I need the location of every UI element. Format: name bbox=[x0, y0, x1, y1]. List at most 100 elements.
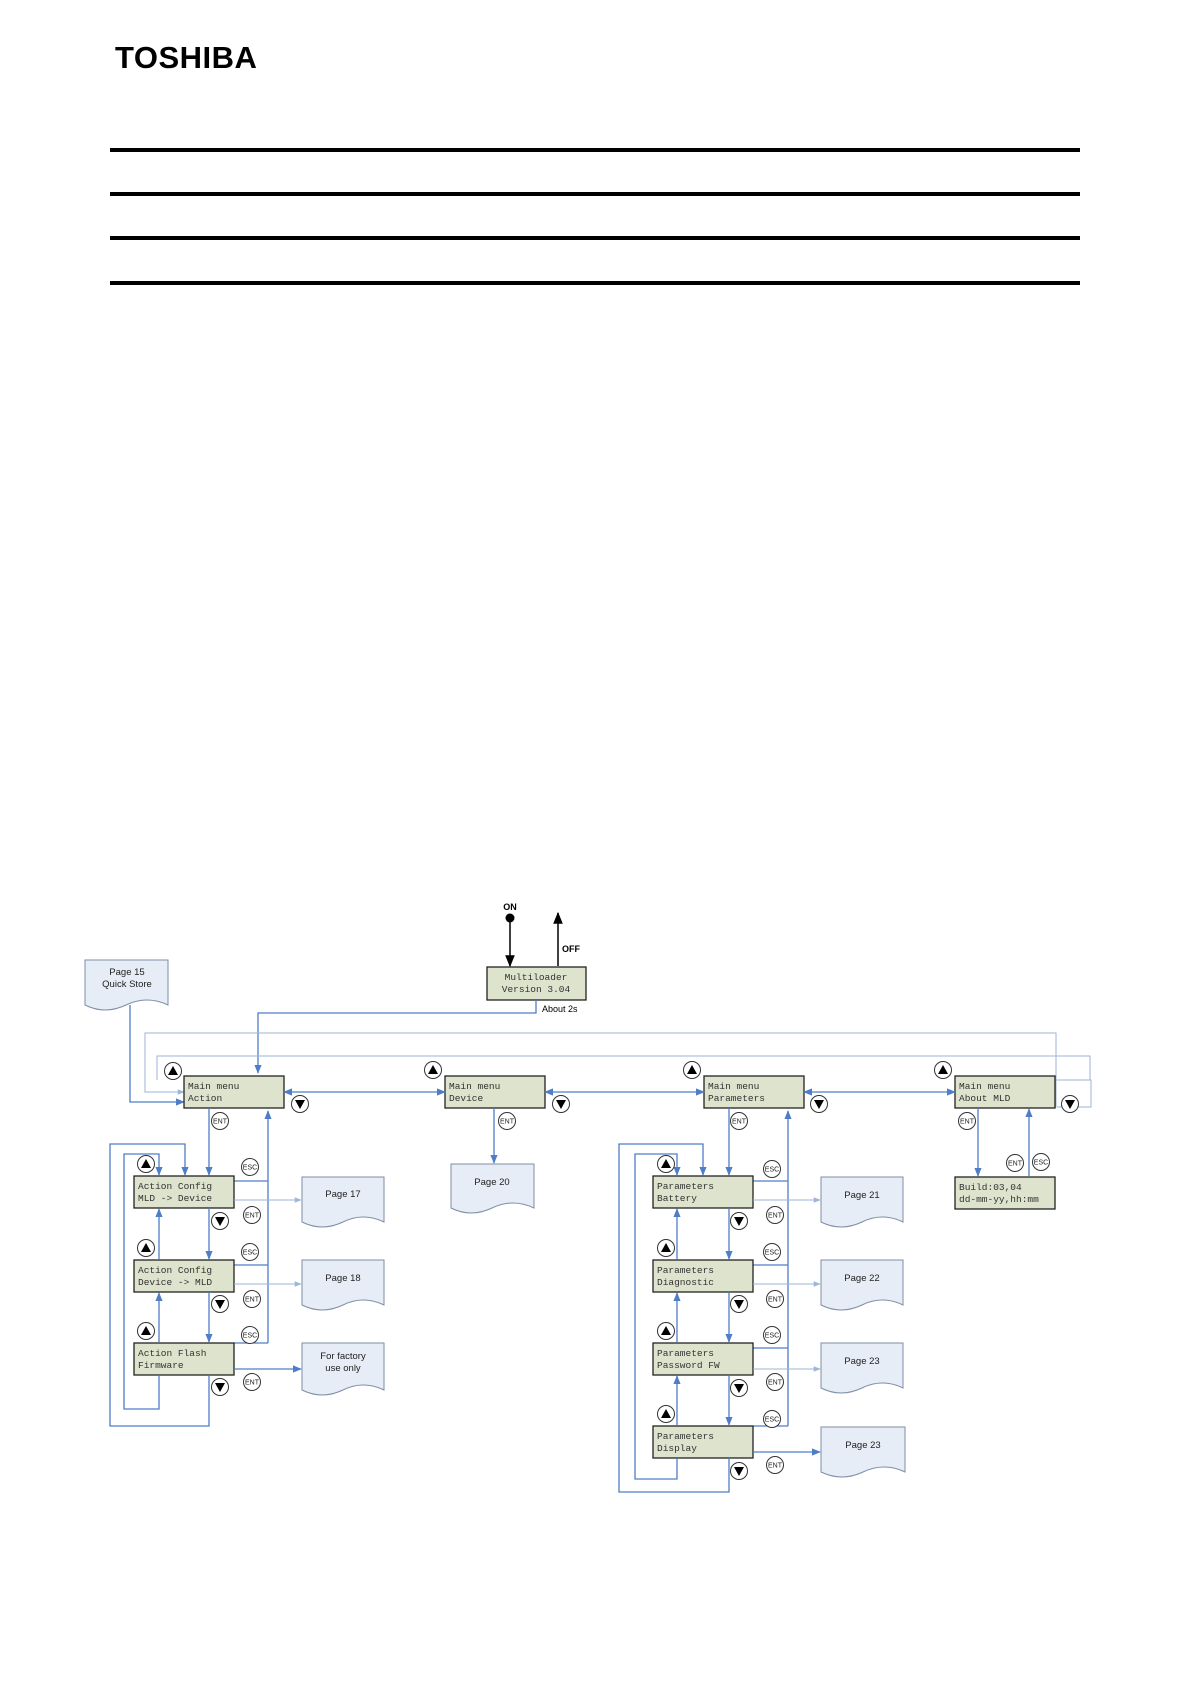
page-20-doc[interactable]: Page 20 bbox=[450, 1163, 535, 1214]
toshiba-logo: TOSHIBA bbox=[115, 40, 258, 75]
svg-text:Parameters: Parameters bbox=[657, 1431, 714, 1442]
esc-button[interactable]: ESC bbox=[241, 1158, 259, 1176]
esc-button[interactable]: ESC bbox=[763, 1243, 781, 1261]
startup-delay-label: About 2s bbox=[542, 1004, 578, 1014]
svg-text:ESC: ESC bbox=[243, 1333, 257, 1340]
up-arrow-button-icon[interactable] bbox=[137, 1155, 155, 1173]
down-arrow-button-icon[interactable] bbox=[211, 1212, 229, 1230]
page-21-doc[interactable]: Page 21 bbox=[820, 1176, 904, 1228]
svg-text:About MLD: About MLD bbox=[959, 1093, 1011, 1104]
svg-text:ENT: ENT bbox=[213, 1119, 228, 1126]
down-arrow-button-icon[interactable] bbox=[1061, 1095, 1079, 1113]
quick-store-wire bbox=[129, 1005, 185, 1106]
svg-text:Action Flash: Action Flash bbox=[138, 1348, 206, 1359]
esc-button[interactable]: ESC bbox=[763, 1326, 781, 1344]
startup-line1: Multiloader bbox=[505, 972, 568, 983]
down-arrow-button-icon[interactable] bbox=[730, 1462, 748, 1480]
ent-button[interactable]: ENT bbox=[730, 1112, 748, 1130]
svg-text:Action: Action bbox=[188, 1093, 222, 1104]
svg-text:ESC: ESC bbox=[765, 1417, 779, 1424]
up-arrow-button-icon[interactable] bbox=[657, 1405, 675, 1423]
svg-text:Main menu: Main menu bbox=[449, 1081, 500, 1092]
esc-button[interactable]: ESC bbox=[1032, 1153, 1050, 1171]
parameters-display[interactable]: Parameters Display bbox=[652, 1425, 754, 1459]
main-menu-device[interactable]: Main menu Device bbox=[444, 1075, 546, 1109]
ent-button[interactable]: ENT bbox=[766, 1373, 784, 1391]
up-arrow-button-icon[interactable] bbox=[164, 1062, 182, 1080]
ent-button[interactable]: ENT bbox=[766, 1206, 784, 1224]
action-config-device-mld[interactable]: Action Config Device -> MLD bbox=[133, 1259, 235, 1293]
down-arrow-button-icon[interactable] bbox=[730, 1212, 748, 1230]
page-22-doc[interactable]: Page 22 bbox=[820, 1259, 904, 1311]
down-arrow-button-icon[interactable] bbox=[730, 1295, 748, 1313]
ent-button[interactable]: ENT bbox=[243, 1373, 261, 1391]
esc-button[interactable]: ESC bbox=[241, 1326, 259, 1344]
down-arrow-button-icon[interactable] bbox=[730, 1379, 748, 1397]
ent-button[interactable]: ENT bbox=[766, 1456, 784, 1474]
page-18-doc[interactable]: Page 18 bbox=[301, 1259, 385, 1311]
down-arrow-button-icon[interactable] bbox=[291, 1095, 309, 1113]
ent-button[interactable]: ENT bbox=[211, 1112, 229, 1130]
svg-text:ENT: ENT bbox=[960, 1119, 975, 1126]
svg-text:Password FW: Password FW bbox=[657, 1360, 720, 1371]
svg-text:ESC: ESC bbox=[765, 1167, 779, 1174]
up-arrow-button-icon[interactable] bbox=[137, 1322, 155, 1340]
up-arrow-button-icon[interactable] bbox=[657, 1155, 675, 1173]
header-rule-4 bbox=[110, 281, 1080, 285]
svg-text:Page 20: Page 20 bbox=[474, 1177, 509, 1188]
loop-inner bbox=[156, 1055, 1091, 1080]
up-arrow-button-icon[interactable] bbox=[137, 1239, 155, 1257]
svg-text:ENT: ENT bbox=[768, 1297, 783, 1304]
page-17-doc[interactable]: Page 17 bbox=[301, 1176, 385, 1228]
svg-text:ESC: ESC bbox=[243, 1165, 257, 1172]
svg-text:Parameters: Parameters bbox=[657, 1181, 714, 1192]
svg-text:Diagnostic: Diagnostic bbox=[657, 1277, 714, 1288]
down-arrow-button-icon[interactable] bbox=[211, 1378, 229, 1396]
ent-button[interactable]: ENT bbox=[766, 1290, 784, 1308]
up-arrow-button-icon[interactable] bbox=[657, 1239, 675, 1257]
header-rule-1 bbox=[110, 148, 1080, 152]
up-arrow-button-icon[interactable] bbox=[424, 1061, 442, 1079]
svg-text:For factory: For factory bbox=[320, 1351, 366, 1362]
down-arrow-button-icon[interactable] bbox=[211, 1295, 229, 1313]
svg-text:Page 23: Page 23 bbox=[845, 1440, 880, 1451]
down-arrow-button-icon[interactable] bbox=[552, 1095, 570, 1113]
svg-text:Action Config: Action Config bbox=[138, 1265, 212, 1276]
parameters-password-fw[interactable]: Parameters Password FW bbox=[652, 1342, 754, 1376]
svg-text:Page 17: Page 17 bbox=[325, 1189, 360, 1200]
esc-button[interactable]: ESC bbox=[763, 1410, 781, 1428]
action-flash-firmware[interactable]: Action Flash Firmware bbox=[133, 1342, 235, 1376]
svg-text:Parameters: Parameters bbox=[708, 1093, 765, 1104]
esc-button[interactable]: ESC bbox=[241, 1243, 259, 1261]
main-menu-parameters[interactable]: Main menu Parameters bbox=[703, 1075, 805, 1109]
quick-store-doc bbox=[84, 959, 169, 1011]
main-menu-action[interactable]: Main menu Action bbox=[183, 1075, 285, 1109]
parameters-battery[interactable]: Parameters Battery bbox=[652, 1175, 754, 1209]
up-arrow-button-icon[interactable] bbox=[657, 1322, 675, 1340]
ent-button[interactable]: ENT bbox=[498, 1112, 516, 1130]
esc-button[interactable]: ESC bbox=[763, 1160, 781, 1178]
action-config-mld-device[interactable]: Action Config MLD -> Device bbox=[133, 1175, 235, 1209]
ent-button[interactable]: ENT bbox=[1006, 1154, 1024, 1172]
svg-text:ESC: ESC bbox=[765, 1250, 779, 1257]
parameters-diagnostic[interactable]: Parameters Diagnostic bbox=[652, 1259, 754, 1293]
factory-use-doc: For factory use only bbox=[301, 1342, 385, 1396]
page-23-doc[interactable]: Page 23 bbox=[820, 1342, 904, 1394]
main-menu-about[interactable]: Main menu About MLD bbox=[954, 1075, 1056, 1109]
svg-text:Parameters: Parameters bbox=[657, 1265, 714, 1276]
startup-screen bbox=[486, 966, 587, 1001]
svg-text:Parameters: Parameters bbox=[657, 1348, 714, 1359]
power-on-label: ON bbox=[503, 902, 517, 912]
ent-button[interactable]: ENT bbox=[243, 1206, 261, 1224]
up-arrow-button-icon[interactable] bbox=[934, 1061, 952, 1079]
down-arrow-button-icon[interactable] bbox=[810, 1095, 828, 1113]
svg-text:dd-mm-yy,hh:mm: dd-mm-yy,hh:mm bbox=[959, 1194, 1039, 1205]
svg-text:ENT: ENT bbox=[1008, 1161, 1023, 1168]
svg-text:MLD -> Device: MLD -> Device bbox=[138, 1193, 212, 1204]
ent-button[interactable]: ENT bbox=[243, 1290, 261, 1308]
up-arrow-button-icon[interactable] bbox=[683, 1061, 701, 1079]
ent-button[interactable]: ENT bbox=[958, 1112, 976, 1130]
svg-text:Build:03,04: Build:03,04 bbox=[959, 1182, 1022, 1193]
page-23-doc-display[interactable]: Page 23 bbox=[820, 1426, 906, 1478]
svg-text:Device: Device bbox=[449, 1093, 484, 1104]
